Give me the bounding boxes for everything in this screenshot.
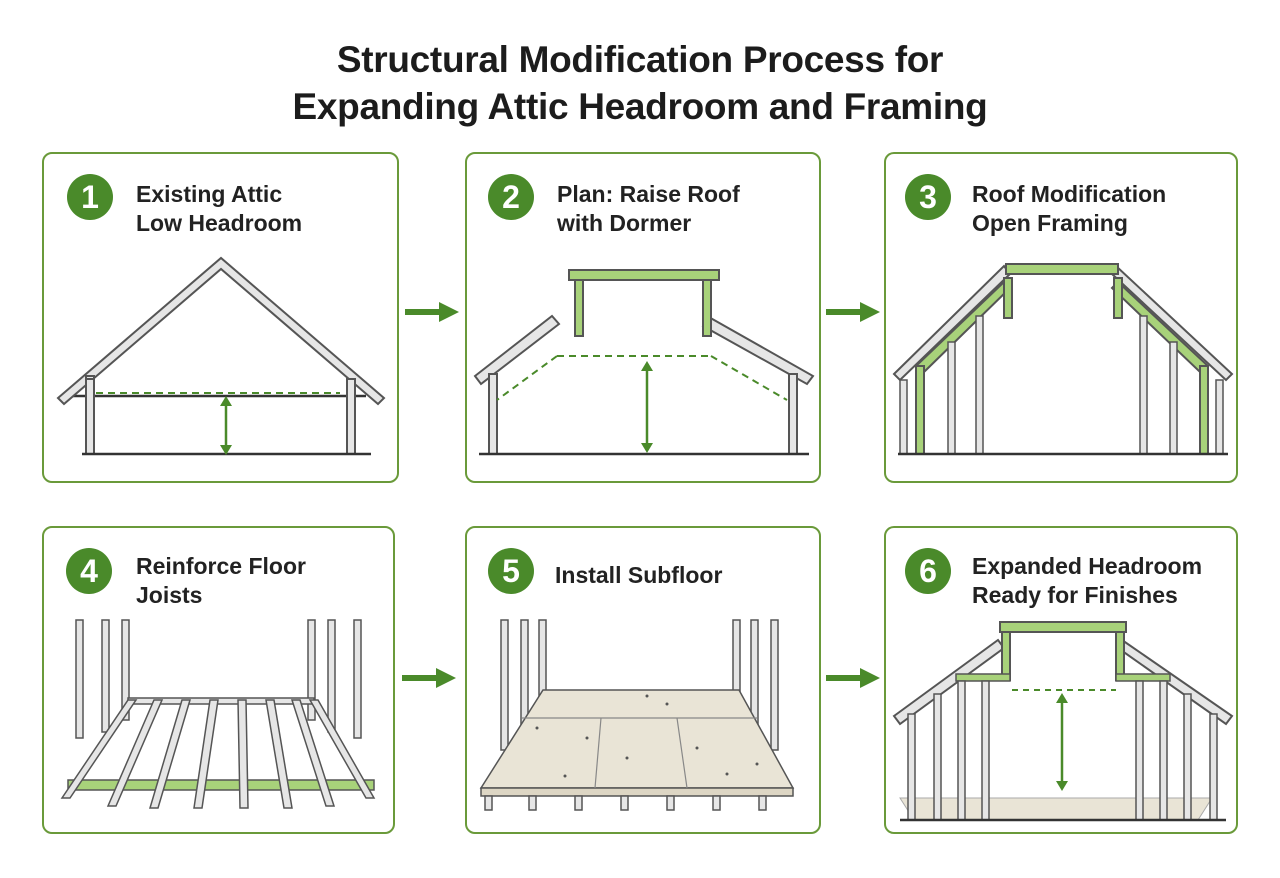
double-headed-arrow-icon	[1056, 693, 1068, 791]
right-arrow-icon	[405, 302, 459, 322]
page-title: Structural Modification Process for Expa…	[0, 36, 1280, 130]
step-title-5-line-1: Install Subfloor	[555, 562, 723, 588]
expanded-headroom-illustration	[892, 621, 1234, 822]
step-number-badge-5: 5	[488, 548, 534, 594]
step-title-4-line-2: Joists	[136, 582, 203, 608]
step-title-6: Expanded Headroom Ready for Finishes	[972, 552, 1202, 610]
step-number-badge-4: 4	[66, 548, 112, 594]
subfloor-illustration	[479, 619, 795, 811]
right-arrow-icon	[826, 668, 880, 688]
step-title-4-line-1: Reinforce Floor	[136, 553, 306, 579]
step-panel-2: 2 Plan: Raise Roof with Dormer	[465, 152, 821, 483]
dormer-plan-illustration	[473, 269, 815, 456]
step-title-3: Roof Modification Open Framing	[972, 180, 1166, 238]
step-title-2-line-1: Plan: Raise Roof	[557, 181, 740, 207]
right-arrow-icon	[826, 302, 880, 322]
double-headed-arrow-icon	[641, 361, 653, 453]
title-line-1: Structural Modification Process for	[336, 39, 944, 80]
step-panel-3: 3 Roof Modification Open Framing	[884, 152, 1238, 483]
step-title-1: Existing Attic Low Headroom	[136, 180, 302, 238]
step-title-6-line-1: Expanded Headroom	[972, 553, 1203, 579]
step-number-badge-6: 6	[905, 548, 951, 594]
step-number-badge-3: 3	[905, 174, 951, 220]
step-title-6-line-2: Ready for Finishes	[972, 582, 1178, 608]
step-number-badge-2: 2	[488, 174, 534, 220]
double-headed-arrow-icon	[220, 396, 232, 455]
step-number-badge-1: 1	[67, 174, 113, 220]
step-title-3-line-1: Roof Modification	[972, 181, 1167, 207]
step-title-5: Install Subfloor	[555, 561, 722, 590]
step-title-1-line-1: Existing Attic	[136, 181, 283, 207]
step-title-1-line-2: Low Headroom	[136, 210, 303, 236]
right-arrow-icon	[402, 668, 456, 688]
step-panel-6: 6 Expanded Headroom Ready for Finishes	[884, 526, 1238, 834]
open-framing-illustration	[892, 263, 1234, 456]
floor-joists-illustration	[60, 619, 376, 809]
step-title-4: Reinforce Floor Joists	[136, 552, 306, 610]
step-panel-1: 1 Existing Attic Low Headroom	[42, 152, 399, 483]
step-panel-5: 5 Install Subfloor	[465, 526, 821, 834]
step-panel-4: 4 Reinforce Floor Joists	[42, 526, 395, 834]
step-title-2-line-2: with Dormer	[557, 210, 692, 236]
step-title-2: Plan: Raise Roof with Dormer	[557, 180, 740, 238]
step-title-3-line-2: Open Framing	[972, 210, 1128, 236]
title-line-2: Expanding Attic Headroom and Framing	[292, 86, 988, 127]
existing-attic-illustration	[56, 256, 386, 456]
